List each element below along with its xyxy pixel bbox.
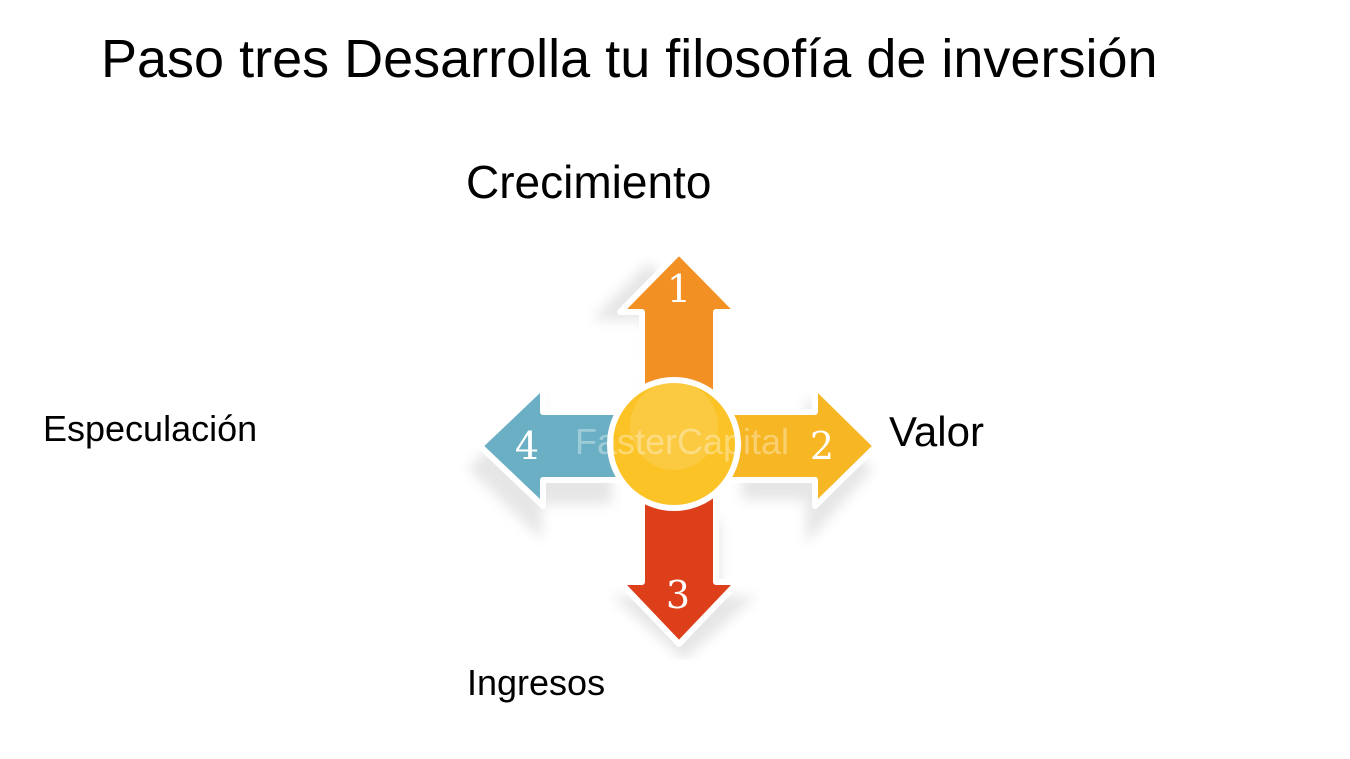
watermark: FasterCapital — [575, 421, 789, 462]
arrow-right — [717, 383, 879, 509]
arrow-number-2: 2 — [810, 424, 834, 468]
center-circle — [607, 377, 741, 511]
label-speculation: Especulación — [43, 408, 258, 449]
circle-highlight — [630, 382, 718, 470]
slide-title: Paso tres Desarrolla tu filosofía de inv… — [101, 29, 1158, 89]
arrow-number-4: 4 — [515, 424, 539, 468]
arrow-number-3: 3 — [666, 573, 690, 617]
label-growth: Crecimiento — [466, 156, 712, 208]
label-value: Valor — [889, 408, 984, 455]
label-income: Ingresos — [467, 662, 606, 703]
four-arrow-diagram: 1 2 3 4 FasterCapital — [468, 249, 879, 660]
arrow-number-1: 1 — [667, 267, 691, 311]
